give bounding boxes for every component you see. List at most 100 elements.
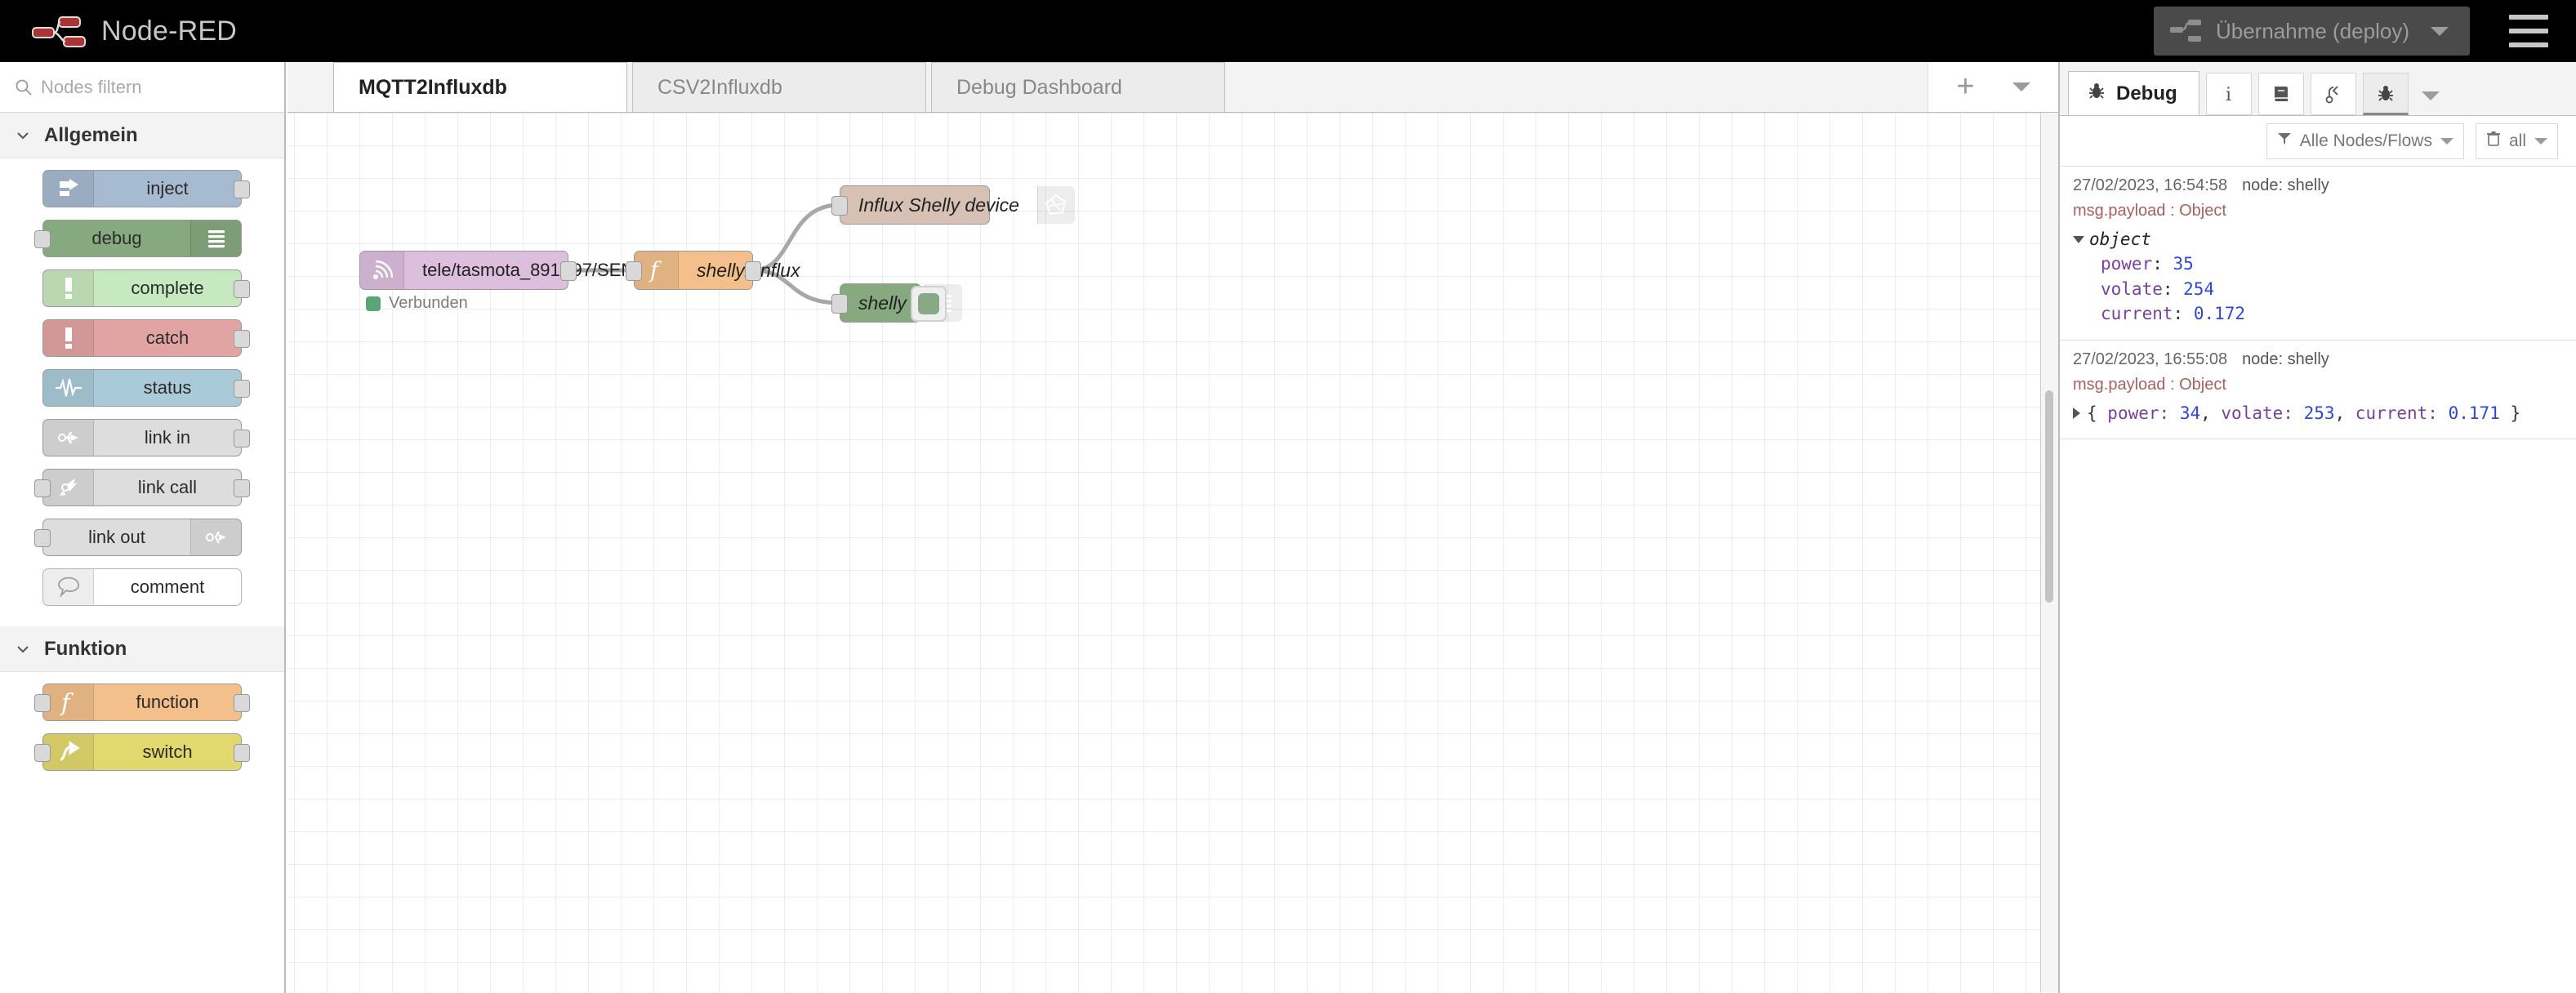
palette-node-catch[interactable]: catch: [42, 319, 242, 357]
input-port[interactable]: [34, 230, 51, 248]
tab-mqtt2influxdb[interactable]: MQTT2Influxdb: [333, 62, 627, 112]
palette-node-link-out[interactable]: link out: [42, 519, 242, 556]
palette-node-label: function: [94, 692, 241, 713]
palette-node-label: link out: [43, 527, 190, 548]
debug-message[interactable]: 27/02/2023, 16:55:08node: shellymsg.payl…: [2060, 341, 2576, 439]
flow-node-function[interactable]: f shelly2Influx: [634, 251, 753, 290]
triangle-right-icon[interactable]: [2073, 407, 2080, 419]
tab-debug-dashboard[interactable]: Debug Dashboard: [931, 62, 1225, 112]
debug-toolbar: Alle Nodes/Flows all: [2060, 116, 2576, 167]
input-port[interactable]: [34, 529, 51, 547]
triangle-down-icon[interactable]: [2073, 236, 2084, 243]
debug-bug-icon[interactable]: [2363, 73, 2409, 115]
palette-node-inject[interactable]: inject: [42, 170, 242, 207]
hamburger-icon[interactable]: [2509, 15, 2548, 47]
node-red-logo-icon: [31, 14, 88, 48]
palette-node-label: complete: [94, 278, 241, 299]
input-port[interactable]: [34, 744, 51, 762]
debug-message-body[interactable]: objectpower: 35volate: 254current: 0.172: [2073, 227, 2563, 327]
tab-debug[interactable]: Debug: [2068, 71, 2199, 115]
debug-source-node[interactable]: node: shelly: [2242, 176, 2329, 194]
status-label: Verbunden: [389, 294, 468, 313]
debug-inline-token: ,: [2200, 403, 2221, 423]
palette-search[interactable]: [0, 62, 284, 113]
tab-csv2influxdb[interactable]: CSV2Influxdb: [632, 62, 926, 112]
tab-label: MQTT2Influxdb: [359, 76, 507, 100]
debug-object-root[interactable]: object: [2073, 227, 2563, 252]
input-port[interactable]: [831, 294, 848, 314]
tab-debug-label: Debug: [2116, 82, 2177, 105]
deploy-dropdown-caret-icon[interactable]: [2431, 27, 2449, 36]
debug-message-body[interactable]: { power: 34, volate: 253, current: 0.171…: [2073, 401, 2563, 425]
palette-node-label: link call: [94, 477, 241, 498]
palette-node-label: switch: [94, 741, 241, 763]
palette-node-comment[interactable]: comment: [42, 568, 242, 606]
flow-canvas[interactable]: tele/tasmota_891E97/SENSOR Verbunden f s…: [287, 113, 2058, 992]
canvas-scrollbar-thumb[interactable]: [2045, 390, 2053, 603]
debug-message-list[interactable]: 27/02/2023, 16:54:58node: shellymsg.payl…: [2060, 167, 2576, 439]
chevron-down-icon[interactable]: [2534, 138, 2547, 145]
add-flow-button[interactable]: +: [1956, 71, 1974, 102]
input-port[interactable]: [34, 694, 51, 712]
palette-category-allgemein[interactable]: Allgemein: [0, 113, 284, 158]
palette-node-status[interactable]: status: [42, 369, 242, 407]
palette-category-label: Funktion: [44, 638, 127, 661]
output-port[interactable]: [745, 261, 761, 281]
debug-property-value: 254: [2183, 279, 2214, 299]
input-port[interactable]: [831, 196, 848, 216]
output-port[interactable]: [234, 430, 250, 448]
trash-icon: [2486, 131, 2501, 152]
debug-toggle-button[interactable]: [911, 286, 947, 322]
chevron-down-icon[interactable]: [2012, 82, 2030, 91]
debug-property-colon: :: [2173, 304, 2194, 323]
output-port[interactable]: [234, 744, 250, 762]
debug-inline-token: }: [2500, 403, 2520, 423]
deploy-icon: [2170, 19, 2204, 43]
input-port[interactable]: [34, 479, 51, 497]
palette-node-link-in[interactable]: link in: [42, 419, 242, 456]
debug-property-value: 0.172: [2194, 304, 2245, 323]
search-input[interactable]: [41, 77, 270, 98]
svg-text:f: f: [648, 258, 662, 283]
palette-node-label: inject: [94, 178, 241, 199]
input-port[interactable]: [626, 261, 642, 281]
deploy-button[interactable]: Übernahme (deploy): [2154, 7, 2470, 56]
debug-property: power: 35: [2073, 252, 2563, 276]
debug-property-colon: :: [2152, 254, 2173, 274]
palette-node-debug[interactable]: debug: [42, 220, 242, 257]
debug-filter-button[interactable]: Alle Nodes/Flows: [2266, 123, 2464, 159]
palette-node-label: debug: [43, 228, 190, 249]
canvas-vertical-scrollbar[interactable]: [2040, 113, 2058, 992]
debug-message[interactable]: 27/02/2023, 16:54:58node: shellymsg.payl…: [2060, 167, 2576, 341]
sidebar-more-chevron-down-icon[interactable]: [2422, 91, 2440, 100]
debug-inline-token: 34: [2180, 403, 2200, 423]
palette-node-label: catch: [94, 327, 241, 349]
debug-property-key: current: [2101, 304, 2173, 323]
chevron-down-icon[interactable]: [2440, 138, 2453, 145]
help-book-icon[interactable]: [2258, 73, 2304, 115]
config-nodes-icon[interactable]: [2311, 73, 2356, 115]
palette-node-function[interactable]: ffunction: [42, 684, 242, 721]
palette-category-funktion[interactable]: Funktion: [0, 626, 284, 672]
output-port[interactable]: [560, 261, 577, 281]
output-port[interactable]: [234, 280, 250, 298]
palette-node-complete[interactable]: complete: [42, 269, 242, 307]
flow-node-mqtt-in[interactable]: tele/tasmota_891E97/SENSOR: [359, 251, 568, 290]
palette-category-label: Allgemein: [44, 124, 138, 147]
output-port[interactable]: [234, 180, 250, 198]
output-port[interactable]: [234, 694, 250, 712]
output-port[interactable]: [234, 330, 250, 348]
output-port[interactable]: [234, 380, 250, 398]
debug-property-key: power: [2101, 254, 2152, 274]
output-port[interactable]: [234, 479, 250, 497]
flow-node-influx-out[interactable]: Influx Shelly device: [840, 185, 990, 225]
debug-source-node[interactable]: node: shelly: [2242, 350, 2329, 368]
palette-node-link-call[interactable]: link call: [42, 469, 242, 506]
info-icon[interactable]: i: [2206, 73, 2252, 115]
header-actions: Übernahme (deploy): [2154, 0, 2576, 62]
deploy-label: Übernahme (deploy): [2216, 19, 2409, 44]
debug-filter-label: Alle Nodes/Flows: [2300, 131, 2432, 151]
palette-node-switch[interactable]: switch: [42, 733, 242, 771]
flow-node-debug-out[interactable]: shelly: [840, 283, 921, 323]
debug-clear-button[interactable]: all: [2476, 123, 2558, 159]
